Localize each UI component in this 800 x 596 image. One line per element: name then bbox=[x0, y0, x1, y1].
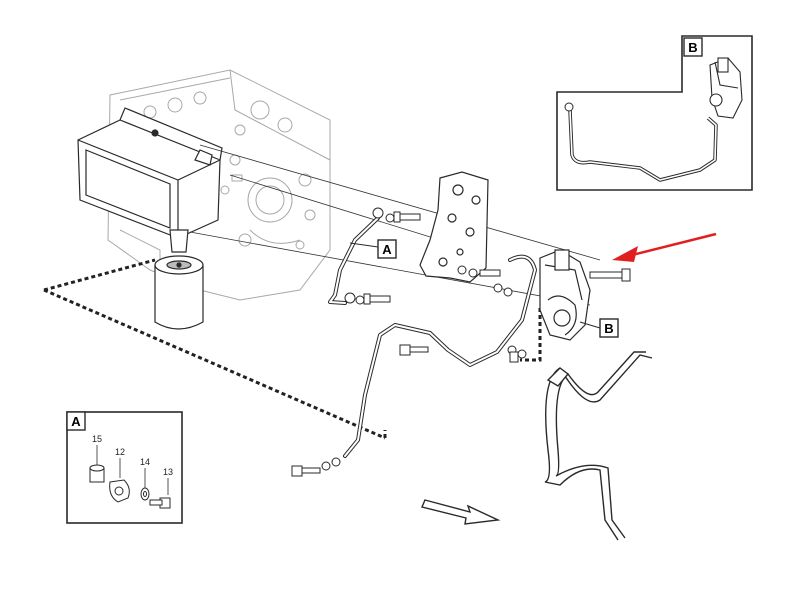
callout-b-main: B bbox=[579, 318, 619, 338]
drive-belt bbox=[544, 351, 653, 541]
bolt-bottom bbox=[291, 457, 341, 477]
detail-b-pump bbox=[709, 57, 743, 119]
part-number-13: 13 bbox=[163, 467, 173, 477]
bolt-pump-top bbox=[589, 268, 631, 282]
detail-a-inset: A 15 12 14 13 bbox=[66, 411, 183, 524]
detail-b-inset: B bbox=[556, 35, 753, 191]
clip-part bbox=[109, 479, 130, 503]
spacer-part bbox=[89, 464, 105, 483]
detail-b-title: B bbox=[688, 40, 697, 55]
bolt-bracket bbox=[457, 265, 501, 278]
bolt-a-lower bbox=[344, 292, 391, 305]
fasteners bbox=[291, 207, 631, 477]
oil-cooler bbox=[77, 107, 223, 239]
pump-assembly bbox=[539, 249, 591, 341]
front-direction-arrow bbox=[421, 499, 501, 525]
projection-lines bbox=[189, 144, 601, 306]
part-number-15: 15 bbox=[92, 434, 102, 444]
oil-filter bbox=[154, 229, 204, 330]
bolt-part bbox=[149, 497, 171, 509]
bolt-pipe-mid bbox=[493, 283, 513, 297]
bolt-mid bbox=[399, 344, 429, 356]
part-number-14: 14 bbox=[140, 457, 150, 467]
bolt-pump-lower bbox=[507, 345, 527, 363]
callout-a-main-label: A bbox=[382, 242, 392, 257]
part-number-12: 12 bbox=[115, 447, 125, 457]
pipe-lines-inner bbox=[329, 217, 536, 457]
engine-block bbox=[107, 69, 331, 301]
callout-a-main: A bbox=[349, 239, 397, 259]
mounting-bracket bbox=[419, 171, 489, 283]
bolt-a-top bbox=[372, 207, 421, 223]
highlight-arrow bbox=[612, 232, 717, 262]
dashed-reference-lines bbox=[43, 258, 542, 440]
washer-part bbox=[140, 487, 150, 501]
detail-a-title: A bbox=[71, 414, 81, 429]
callout-b-main-label: B bbox=[604, 321, 613, 336]
